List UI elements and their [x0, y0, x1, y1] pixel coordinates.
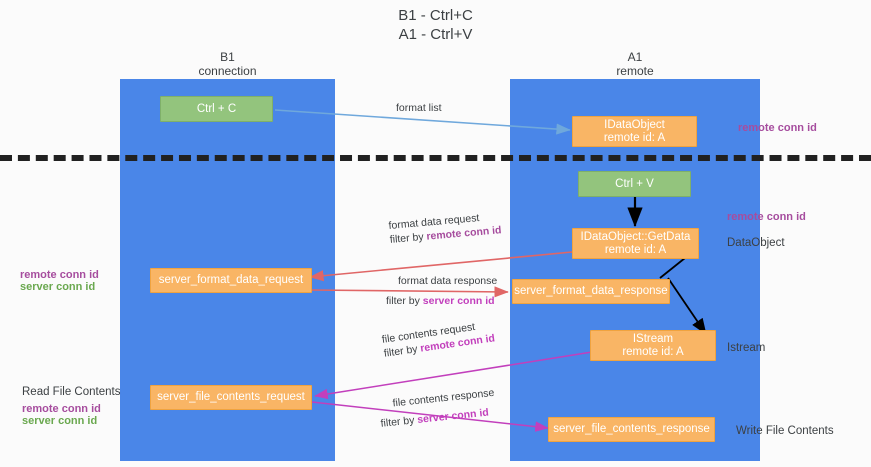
- column-header-a1: A1 remote: [616, 50, 654, 78]
- node-server-format-data-request-label: server_format_data_request: [158, 274, 304, 286]
- arrow-response-to-istream: [667, 277, 707, 335]
- edge-format-data-response-line2: filter by server conn id: [386, 288, 497, 308]
- node-idataobject-line1: IDataObject: [604, 118, 665, 131]
- annotation-istream: Istream: [727, 342, 766, 354]
- node-ctrl-v-label: Ctrl + V: [615, 177, 654, 190]
- node-server-file-contents-response[interactable]: server_file_contents_response: [548, 417, 715, 442]
- annotation-dataobject: DataObject: [727, 237, 785, 249]
- edge-format-list-line1: format list: [396, 102, 442, 114]
- node-istream[interactable]: IStream remote id: A: [590, 330, 716, 361]
- annotation-write-file-contents: Write File Contents: [736, 425, 834, 437]
- arrow-format-data-request: [309, 251, 573, 282]
- edge-format-data-response-line1: format data response: [398, 275, 498, 287]
- node-ctrl-c[interactable]: Ctrl + C: [160, 96, 273, 122]
- edge-format-data-response-prefix: filter by: [386, 295, 423, 307]
- edge-format-data-response-key: server conn id: [422, 295, 495, 307]
- arrow-file-contents-response: [311, 401, 549, 432]
- arrow-format-data-response: [309, 286, 509, 298]
- node-server-file-contents-response-label: server_file_contents_response: [553, 423, 710, 435]
- node-server-format-data-request[interactable]: server_format_data_request: [150, 268, 312, 293]
- node-ctrl-c-label: Ctrl + C: [196, 102, 237, 115]
- node-istream-line2: remote id: A: [622, 345, 684, 358]
- page-title: B1 - Ctrl+C A1 - Ctrl+V: [398, 7, 473, 43]
- annotation-read-file-contents: Read File Contents: [22, 386, 121, 398]
- node-ctrl-v[interactable]: Ctrl + V: [578, 171, 691, 197]
- annotation-remote-conn-id-mid: remote conn id: [727, 211, 806, 223]
- node-server-format-data-response-label: server_format_data_response: [514, 285, 668, 297]
- node-idataobject[interactable]: IDataObject remote id: A: [572, 116, 697, 147]
- edge-format-data-request-prefix: filter by: [389, 230, 427, 246]
- node-server-format-data-response[interactable]: server_format_data_response: [512, 279, 670, 304]
- node-server-file-contents-request[interactable]: server_file_contents_request: [150, 385, 312, 410]
- arrow-format-list: [274, 109, 571, 135]
- column-header-b1: B1 connection: [198, 50, 257, 78]
- node-getdata-line2: remote id: A: [604, 243, 667, 256]
- node-server-file-contents-request-label: server_file_contents_request: [157, 391, 305, 403]
- annotation-left-remote-conn-id-bottom: remote conn id: [22, 403, 101, 415]
- annotation-remote-conn-id-top: remote conn id: [738, 122, 817, 134]
- edge-label-format-data-response: format data response filter by server co…: [386, 274, 497, 308]
- node-istream-line1: IStream: [632, 332, 674, 345]
- node-idataobject-getdata[interactable]: IDataObject::GetData remote id: A: [572, 228, 699, 259]
- node-idataobject-line2: remote id: A: [603, 131, 666, 144]
- edge-label-format-list: format list: [396, 101, 442, 115]
- annotation-left-server-conn-id-mid: server conn id: [20, 281, 96, 293]
- phase-divider: [0, 155, 871, 161]
- node-getdata-line1: IDataObject::GetData: [580, 230, 691, 243]
- annotation-left-server-conn-id-bottom: server conn id: [22, 415, 98, 427]
- annotation-left-remote-conn-id-mid: remote conn id: [20, 269, 99, 281]
- arrow-file-contents-request: [314, 351, 593, 400]
- edge-file-contents-response-prefix: filter by: [380, 414, 418, 430]
